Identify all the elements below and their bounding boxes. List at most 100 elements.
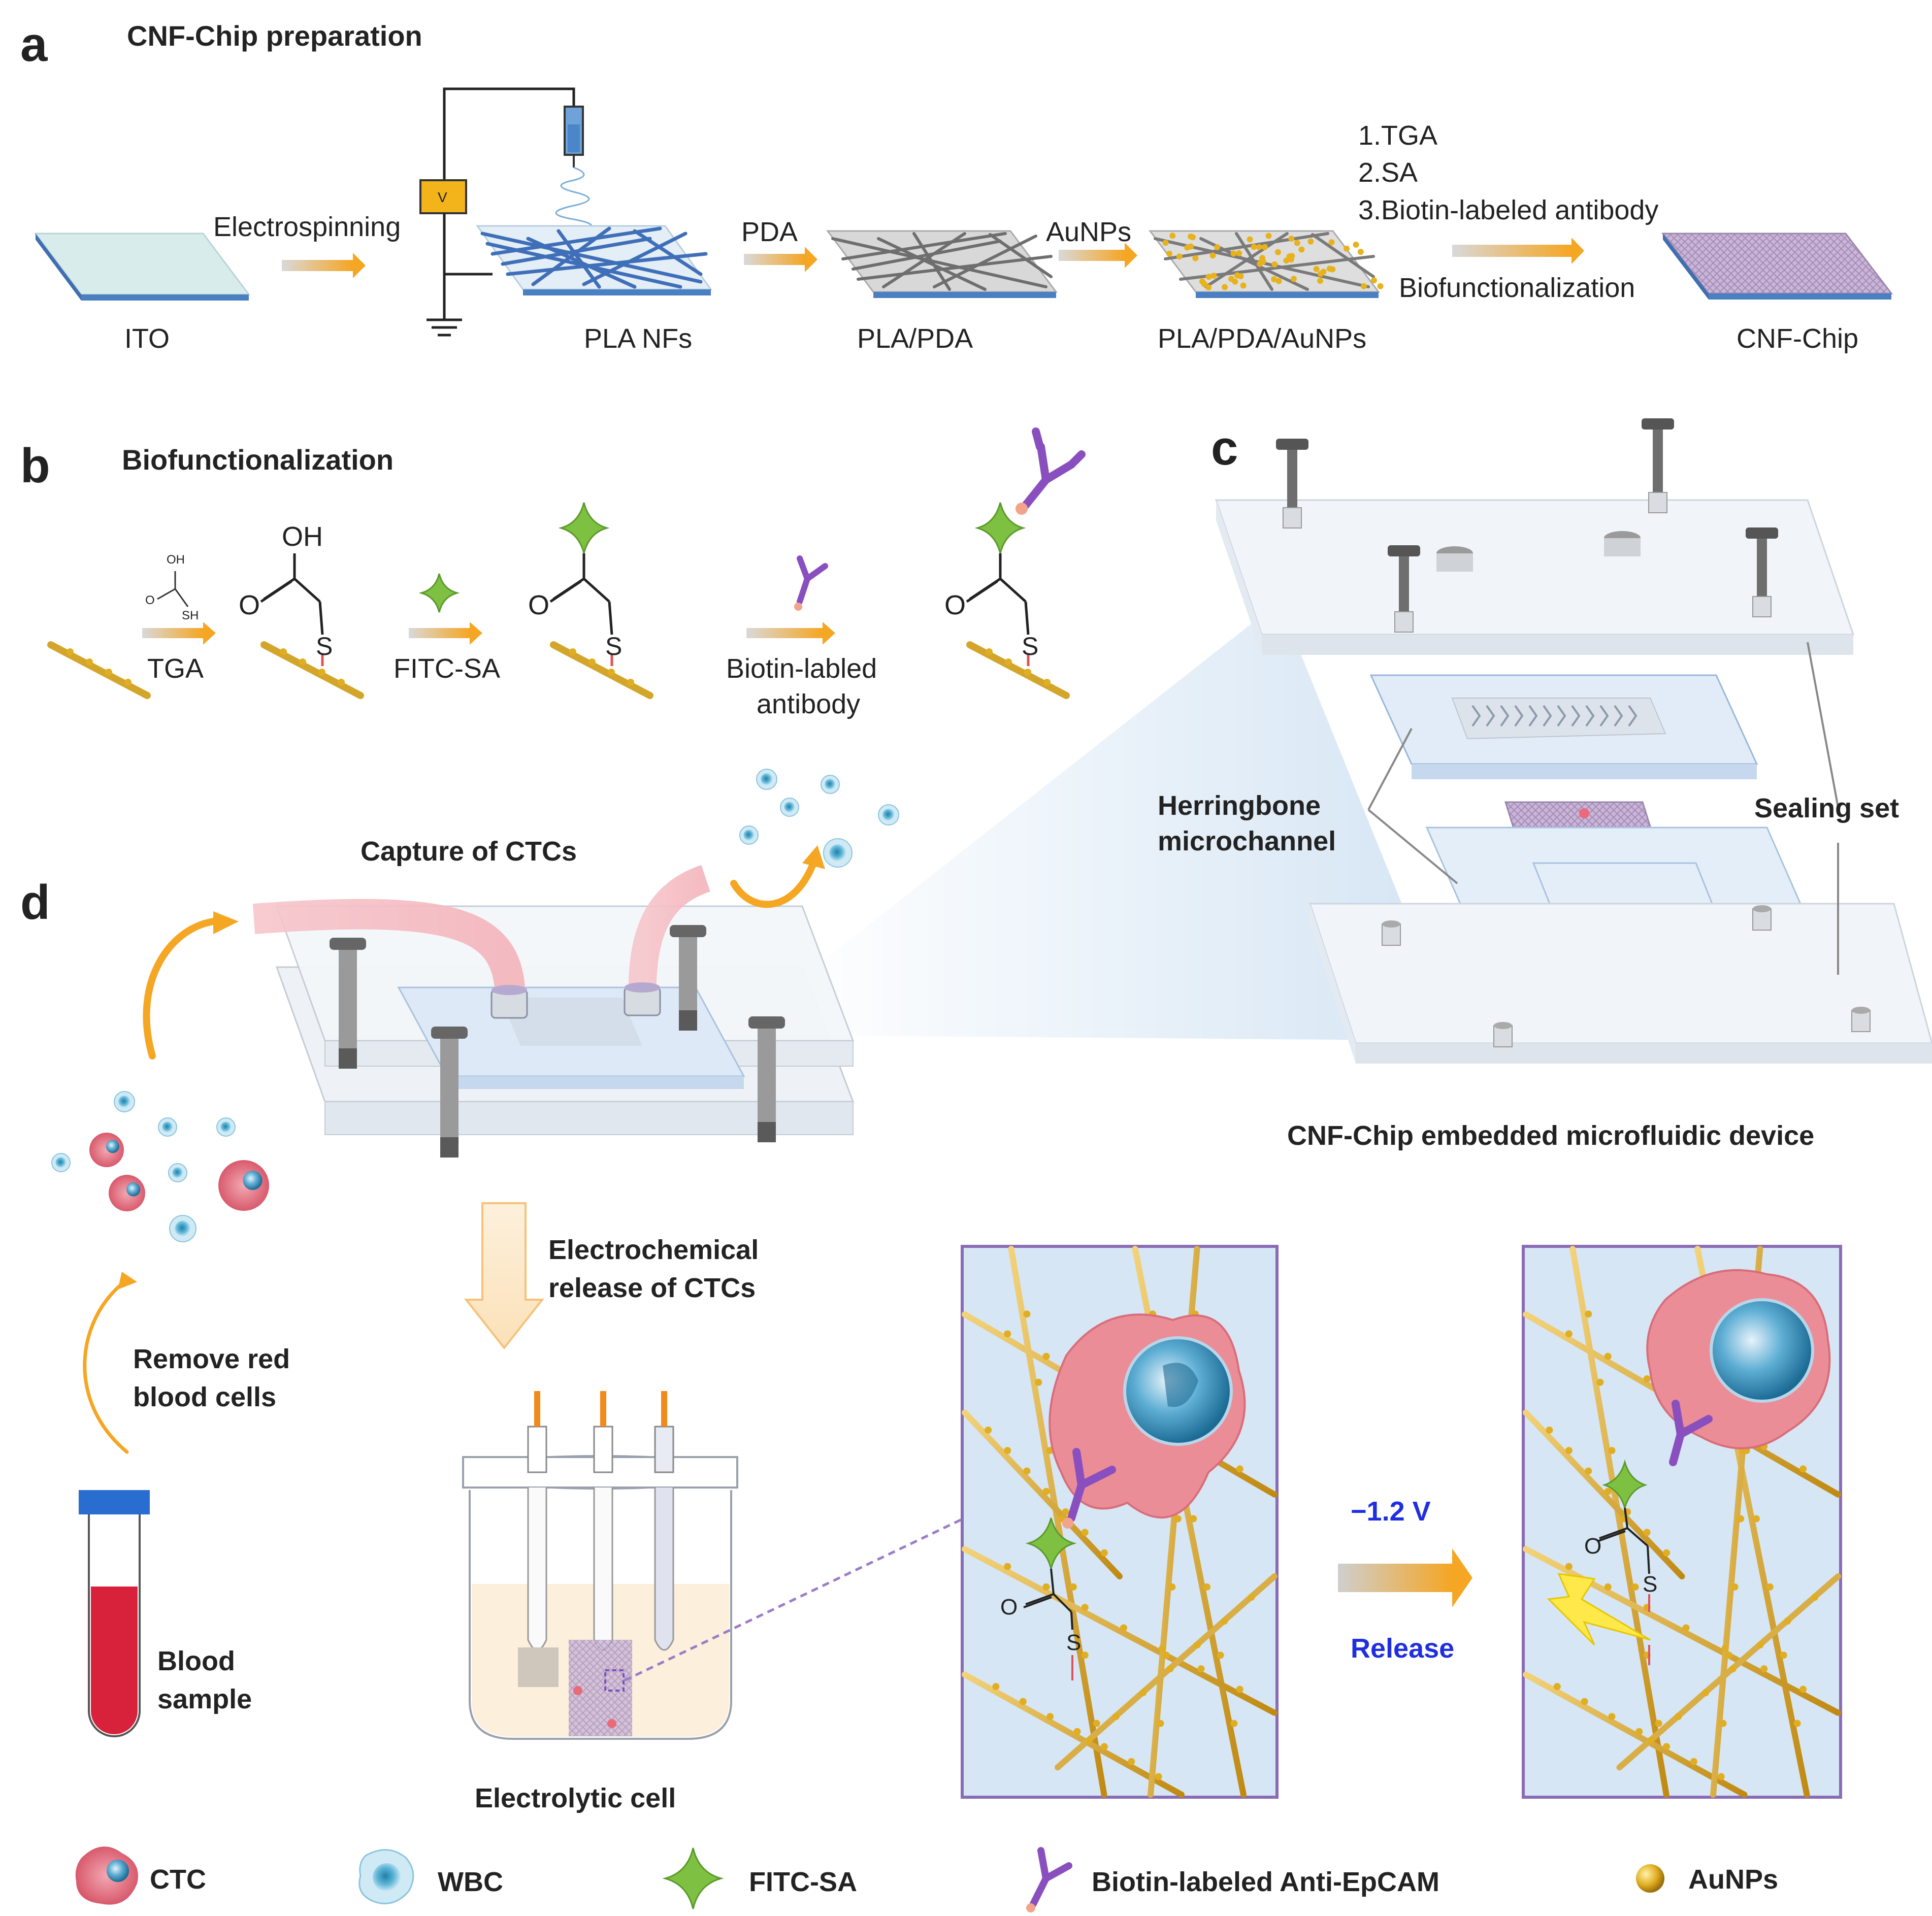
legend-wbc-icon: [358, 1849, 414, 1904]
tube-cap: [79, 1490, 150, 1514]
screw-shaft: [1653, 426, 1663, 492]
outlet-tube: [628, 865, 711, 993]
screw-hole: [1382, 920, 1400, 928]
aunp-dot: [1731, 1583, 1739, 1591]
sealing-label: Sealing set: [1754, 793, 1899, 823]
screw-head: [1642, 418, 1674, 430]
release-label-line2: release of CTCs: [548, 1273, 756, 1303]
fitc-star-small: [418, 573, 460, 613]
aunp-dot: [1259, 255, 1265, 261]
zoom-box-after: O S: [1522, 1245, 1842, 1799]
aunp-dot: [1093, 1720, 1100, 1727]
mol1-o: O: [239, 590, 260, 620]
aunp-dot: [1682, 1624, 1690, 1632]
herringbone-chip: [1369, 674, 1758, 779]
legend-antibody: Biotin-labeled Anti-EpCAM: [1092, 1867, 1439, 1897]
aunp-dot: [1228, 276, 1235, 282]
pla-pda-slide: [826, 230, 1058, 298]
top-plate: [1215, 499, 1855, 655]
aunp-dot: [1043, 679, 1051, 686]
herringbone-groove: [1486, 705, 1495, 727]
aunp-dot: [1174, 1515, 1182, 1523]
aunp-dot: [1214, 244, 1221, 250]
aunp-dot: [338, 679, 345, 686]
aunp-dot: [1042, 1488, 1050, 1495]
aunp-dot: [986, 648, 993, 655]
wbc-nucleus: [220, 1121, 232, 1133]
aunp-dot: [1585, 1310, 1592, 1318]
aunp-dot: [1344, 245, 1350, 252]
panel-c-letter: c: [1211, 421, 1238, 475]
aunp-dot: [1162, 240, 1169, 246]
legend-aunps: AuNPs: [1688, 1864, 1778, 1895]
aunp-dot: [985, 1426, 992, 1434]
aunp-dot: [1004, 1330, 1011, 1338]
voltage-label: −1.2 V: [1351, 1496, 1431, 1527]
thiol-molecule-1: [260, 553, 324, 666]
screw-head: [1388, 545, 1420, 556]
panel-d: d Capture of CTCs: [20, 769, 1842, 1813]
arrow-aunps: [1059, 250, 1125, 261]
step-aunps: AuNPs: [1046, 217, 1131, 247]
aunp-dot: [588, 658, 596, 666]
herringbone-groove: [1557, 705, 1566, 727]
aunp-dot: [1274, 249, 1281, 255]
stage-ito: ITO: [124, 323, 170, 354]
tga-o: O: [145, 593, 155, 607]
aunp-dot: [1004, 1563, 1011, 1570]
aunp-dot: [1313, 266, 1320, 272]
arrow-tga: [142, 628, 203, 638]
aunp-dot: [1784, 1617, 1791, 1625]
ctc-nucleus-released: [1710, 1298, 1814, 1403]
aunp-dot: [1240, 282, 1247, 289]
ctc-cell: [109, 1175, 145, 1211]
panel-b-title: Biofunctionalization: [122, 444, 394, 476]
aunp-dot: [1565, 1330, 1573, 1338]
aunp-dot: [1188, 233, 1194, 240]
remove-label-line1: Remove red: [133, 1344, 290, 1374]
wbc-nucleus: [761, 773, 773, 785]
fitc-star-attached-1: [558, 502, 610, 554]
aunp-dot: [1663, 1549, 1671, 1557]
aunp-dot: [1265, 233, 1272, 239]
screw-hole: [1852, 1007, 1870, 1014]
nanofiber: [962, 1409, 1123, 1579]
zoom-right-o: O: [1584, 1534, 1601, 1559]
aunp-dot: [1261, 244, 1268, 250]
aunp-dot: [105, 669, 112, 676]
aunp-dot: [1719, 1720, 1727, 1727]
aunp-dot: [1604, 1583, 1612, 1591]
aunp-dot: [1596, 1378, 1604, 1386]
thiol-molecule-3: [966, 553, 1030, 666]
arrow-antibody: [746, 628, 823, 638]
aunp-dot: [1725, 1651, 1733, 1659]
blood-label-line2: sample: [157, 1684, 252, 1714]
aunp-dot: [1298, 246, 1305, 253]
aunp-dot: [1643, 1375, 1651, 1383]
herringbone-groove: [1628, 705, 1638, 727]
tube-ports: [490, 982, 661, 1019]
aunp-dot: [1701, 1689, 1709, 1697]
biofunc-step-1: 1.TGA: [1358, 120, 1437, 151]
screw-head: [670, 925, 706, 937]
aunp-dot: [1799, 1465, 1807, 1473]
aunp-dot: [1023, 1310, 1031, 1318]
arrow-electrospinning: [282, 260, 353, 271]
nanofiber: [962, 1546, 1278, 1716]
biofunc-step-2: 2.SA: [1358, 157, 1418, 188]
herringbone-groove: [1599, 705, 1609, 727]
aunp-dot: [1655, 1720, 1662, 1727]
aunp-dot: [1205, 274, 1212, 280]
nanofiber: [962, 1671, 1185, 1798]
aunp-dot: [1081, 1604, 1089, 1611]
wbc-nucleus: [172, 1167, 183, 1178]
thiol-molecule-2: [549, 553, 613, 666]
aunp-dot: [1377, 283, 1384, 289]
arrow-biofunctionalization: [1452, 245, 1571, 257]
aunp-dot: [1811, 1594, 1819, 1601]
aunp-dot: [1085, 1737, 1093, 1744]
nanofiber: [1055, 1573, 1278, 1771]
antibody-attached: [1022, 427, 1086, 509]
curved-arrow-to-device: [143, 918, 217, 1060]
